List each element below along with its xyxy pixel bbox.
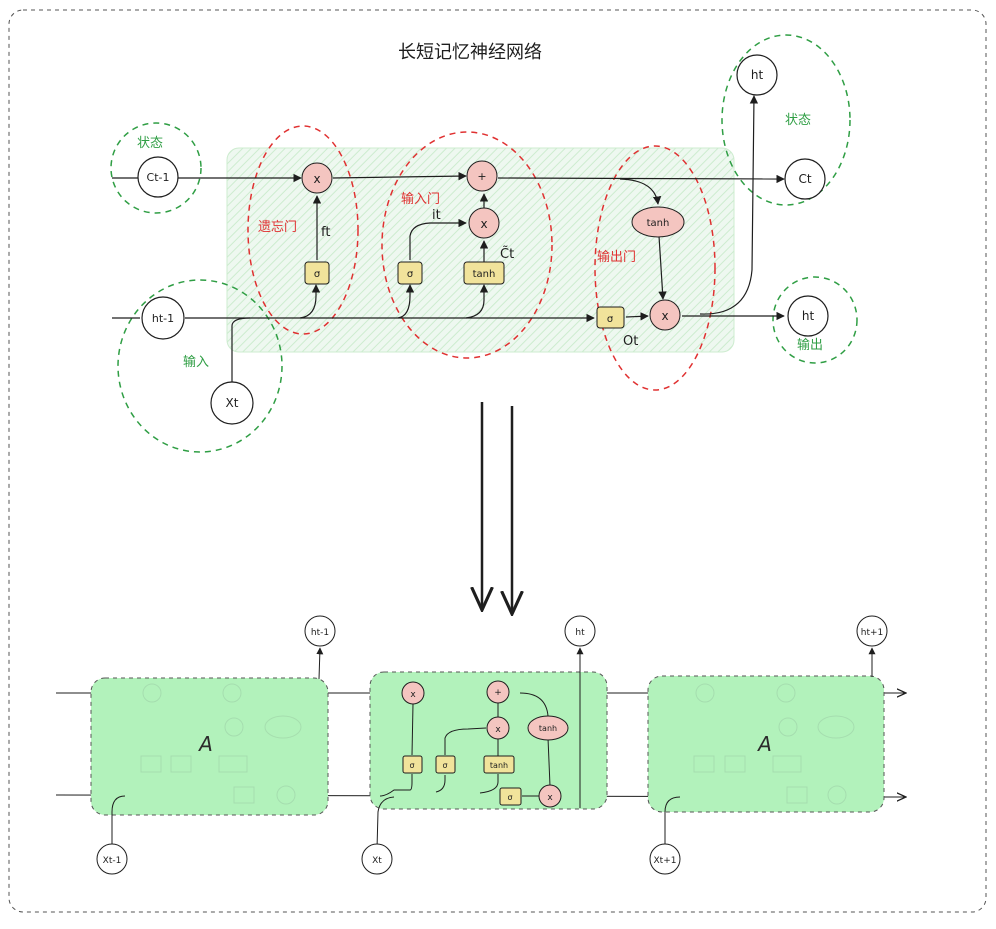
h-up-line	[699, 95, 759, 315]
it-label: it	[432, 208, 441, 223]
svg-text:ht-1: ht-1	[152, 312, 174, 325]
tanh-to-mult-o	[658, 235, 667, 300]
c-to-tanh	[619, 178, 662, 205]
output-gate-label: 输出门	[597, 249, 636, 265]
sigma-output-box: σ	[596, 306, 625, 329]
x-in-right-node: Xt+1	[649, 843, 681, 875]
svg-text:Xt+1: Xt+1	[654, 856, 677, 866]
forget-multiply: x	[301, 162, 333, 194]
h-to-sigma-i	[397, 284, 415, 319]
svg-text:ht: ht	[575, 628, 585, 638]
svg-text:Ct-1: Ct-1	[147, 171, 170, 184]
state-left-label: 状态	[137, 136, 163, 151]
svg-text:x: x	[661, 309, 668, 323]
sigma-forget-box: σ	[304, 261, 330, 285]
svg-text:Ct: Ct	[798, 172, 811, 186]
svg-text:tanh: tanh	[647, 218, 670, 229]
x-in-line	[231, 317, 251, 382]
svg-text:σ: σ	[442, 761, 447, 770]
cell-left-label: A	[197, 732, 213, 756]
output-label: 输出	[797, 337, 823, 353]
ft-label: ft	[321, 225, 330, 240]
c-tilde-label: C̃t	[500, 247, 514, 262]
sigma-o-to-mult	[625, 312, 649, 321]
h-out-node: ht	[787, 295, 829, 337]
svg-text:tanh: tanh	[539, 724, 557, 733]
forget-gate-region	[247, 125, 359, 335]
c-next-node: Ct	[784, 158, 826, 200]
x-in-left-line	[111, 795, 126, 847]
svg-text:x: x	[480, 217, 487, 231]
x-in-left-node: Xt-1	[96, 843, 128, 875]
cell-right-label: A	[756, 732, 772, 756]
tanh-output-op: tanh	[631, 206, 685, 238]
h-out-left-line	[316, 647, 324, 680]
svg-text:σ: σ	[407, 269, 414, 280]
output-gate-region	[594, 145, 716, 391]
svg-text:σ: σ	[314, 269, 321, 280]
x-in-mid-line	[376, 796, 395, 850]
cell-add: +	[466, 160, 498, 192]
input-multiply: x	[468, 207, 500, 239]
h-out-right-node: ht+1	[856, 615, 888, 647]
diagram-title: 长短记忆神经网络	[398, 42, 542, 63]
svg-text:x: x	[410, 690, 416, 700]
x-in-mid-node: Xt	[361, 843, 393, 875]
svg-text:ht: ht	[802, 309, 815, 323]
svg-text:σ: σ	[607, 314, 614, 325]
output-multiply: x	[649, 299, 681, 331]
svg-text:Xt-1: Xt-1	[103, 856, 122, 866]
svg-text:Xt: Xt	[226, 396, 239, 410]
svg-text:ht: ht	[751, 68, 764, 82]
state-right-region	[721, 34, 851, 206]
svg-text:Xt: Xt	[372, 856, 382, 866]
h-out-mid-node: ht	[564, 615, 596, 647]
cell-left: A	[90, 677, 329, 816]
tanh-candidate-box: tanh	[463, 261, 505, 285]
input-gate-label: 输入门	[401, 191, 440, 207]
svg-text:σ: σ	[507, 793, 512, 802]
forget-gate-label: 遗忘门	[258, 220, 297, 235]
c-to-out	[497, 174, 785, 184]
outer-frame	[8, 9, 987, 913]
c-to-add	[332, 171, 467, 181]
sigma-input-box: σ	[397, 261, 423, 285]
state-right-label: 状态	[785, 113, 811, 128]
svg-text:x: x	[547, 793, 553, 803]
h-to-tanh-c	[465, 284, 489, 319]
svg-text:σ: σ	[409, 761, 414, 770]
input-gate-region	[381, 131, 553, 359]
sigma-i-to-mult	[409, 218, 467, 260]
input-label: 输入	[183, 354, 209, 370]
ot-label: Ot	[623, 334, 638, 349]
h-out-left-node: ht-1	[304, 615, 336, 647]
unroll-arrow	[482, 402, 512, 614]
input-region	[117, 279, 283, 453]
c-prev-node: Ct-1	[137, 156, 179, 198]
output-region	[772, 276, 858, 364]
svg-text:+: +	[477, 170, 486, 183]
svg-text:tanh: tanh	[490, 761, 508, 770]
state-left-region	[110, 122, 202, 214]
cell-right: A	[647, 675, 885, 813]
x-in-node: Xt	[210, 381, 254, 425]
h-to-sigma-f	[299, 284, 321, 319]
svg-text:ht-1: ht-1	[311, 628, 329, 638]
svg-text:x: x	[313, 172, 320, 186]
svg-text:+: +	[494, 688, 502, 698]
cell-middle: x + x tanh x σ σ tanh σ	[369, 650, 608, 810]
x-in-right-line	[664, 796, 681, 848]
h-prev-node: ht-1	[141, 296, 185, 340]
svg-text:tanh: tanh	[473, 269, 496, 280]
h-top-node: ht	[736, 54, 778, 96]
lstm-cell-background	[226, 147, 735, 353]
svg-text:ht+1: ht+1	[861, 628, 884, 638]
svg-text:x: x	[495, 725, 501, 735]
